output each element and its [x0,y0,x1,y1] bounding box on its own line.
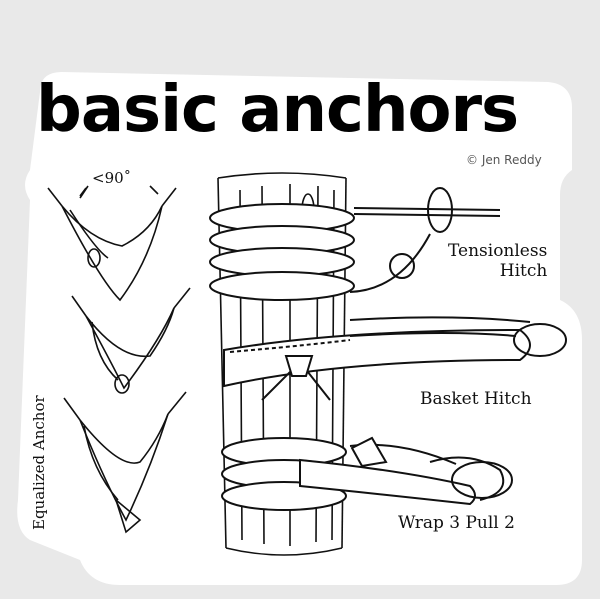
tensionless-hitch-label: Tensionless Hitch [448,241,548,281]
sticker-background [17,72,582,585]
tensionless-hitch-drawing [209,187,501,301]
basket-hitch-label: Basket Hitch [420,389,532,409]
angle-label: <90˚ [92,169,132,187]
tensionless-label-line2: Hitch [499,260,548,281]
title: basic anchors [36,73,519,147]
credit-text: © Jen Reddy [466,153,542,167]
wrap-3-pull-2-label: Wrap 3 Pull 2 [398,513,515,533]
basket-hitch-drawing [223,316,567,401]
angle-arrow-left [79,185,89,199]
equalized-anchor-diagrams [47,185,191,534]
tensionless-label-line1: Tensionless [448,241,548,261]
wrap-3-pull-2-drawing [221,436,513,511]
equalized-anchor-label: Equalized Anchor [30,395,48,530]
